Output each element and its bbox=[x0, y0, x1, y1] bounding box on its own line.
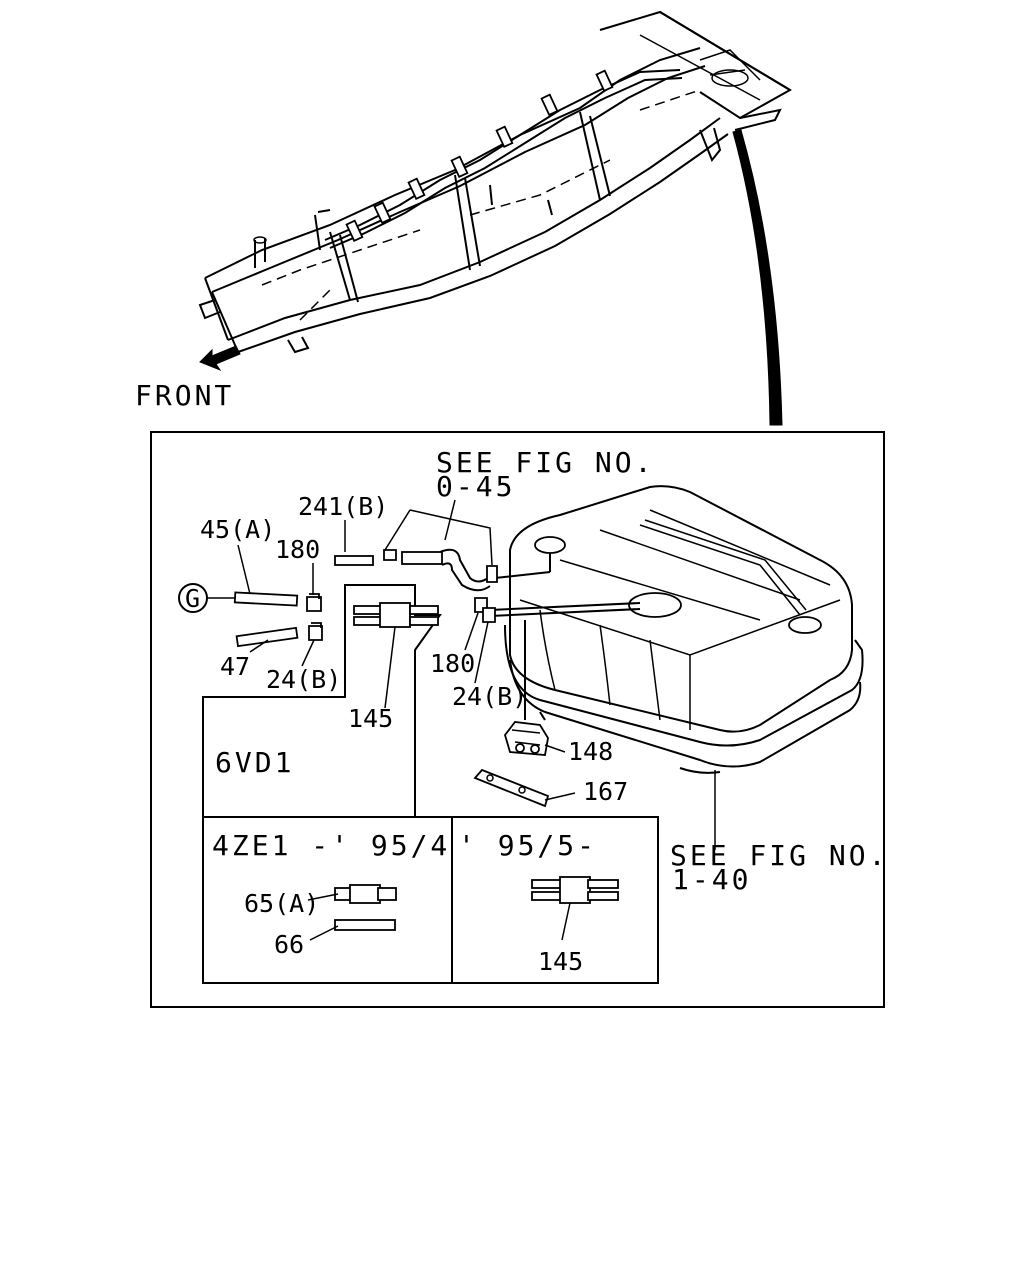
upper-hose-assembly bbox=[383, 549, 397, 561]
callout-145-main: 145 bbox=[348, 704, 393, 733]
callout-148: 148 bbox=[568, 737, 613, 766]
see-fig-right-line2: 1-40 bbox=[672, 863, 751, 896]
part-24b-clip-right bbox=[482, 607, 496, 623]
inset-95-5-label: ' 95/5- bbox=[458, 829, 597, 862]
detail-pointer bbox=[732, 129, 783, 426]
inset-95-5-box bbox=[451, 816, 659, 984]
part-241b-hose bbox=[334, 555, 374, 566]
part-180-clip-left bbox=[306, 593, 322, 612]
callout-241b: 241(B) bbox=[298, 492, 388, 521]
detail-box bbox=[150, 431, 885, 1008]
see-fig-top-line2: 0-45 bbox=[436, 470, 515, 503]
callout-24b-right: 24(B) bbox=[452, 682, 527, 711]
part-167-strap bbox=[473, 768, 550, 808]
callout-145-lower: 145 bbox=[538, 947, 583, 976]
part-145-joint-lower bbox=[531, 876, 619, 904]
part-145-joint-main bbox=[353, 602, 439, 628]
circle-g-label: G bbox=[185, 584, 200, 613]
see-fig-right-line1: SEE FIG NO. bbox=[670, 839, 888, 872]
part-24b-clip-left bbox=[308, 622, 323, 641]
see-fig-top-line1: SEE FIG NO. bbox=[436, 446, 654, 479]
fuel-tank bbox=[504, 485, 864, 774]
callout-65a: 65(A) bbox=[244, 889, 319, 918]
chassis-frame bbox=[198, 10, 792, 354]
callout-24b-left: 24(B) bbox=[266, 665, 341, 694]
callout-45a: 45(A) bbox=[200, 515, 275, 544]
inset-4ze1-label: 4ZE1 -' 95/4 bbox=[212, 829, 450, 862]
callout-180-right: 180 bbox=[430, 649, 475, 678]
part-65a-joint bbox=[334, 884, 397, 904]
callout-66: 66 bbox=[274, 930, 304, 959]
callout-167: 167 bbox=[583, 777, 628, 806]
part-45a-hose bbox=[233, 591, 299, 607]
front-indicator: FRONT bbox=[135, 345, 241, 412]
inset-6vd1-label: 6VD1 bbox=[215, 746, 294, 779]
inset-6vd1-outline bbox=[202, 584, 442, 817]
front-arrow-icon bbox=[199, 345, 241, 372]
callout-47: 47 bbox=[220, 652, 250, 681]
part-148-bracket bbox=[504, 620, 549, 756]
callout-labels: 241(B) 45(A) 180 47 24(B) 145 180 24(B) … bbox=[200, 492, 628, 976]
callout-180-left: 180 bbox=[275, 535, 320, 564]
front-label: FRONT bbox=[135, 379, 234, 412]
part-47-hose bbox=[235, 626, 299, 648]
part-66-hose bbox=[334, 919, 396, 931]
leader-lines bbox=[237, 520, 576, 941]
